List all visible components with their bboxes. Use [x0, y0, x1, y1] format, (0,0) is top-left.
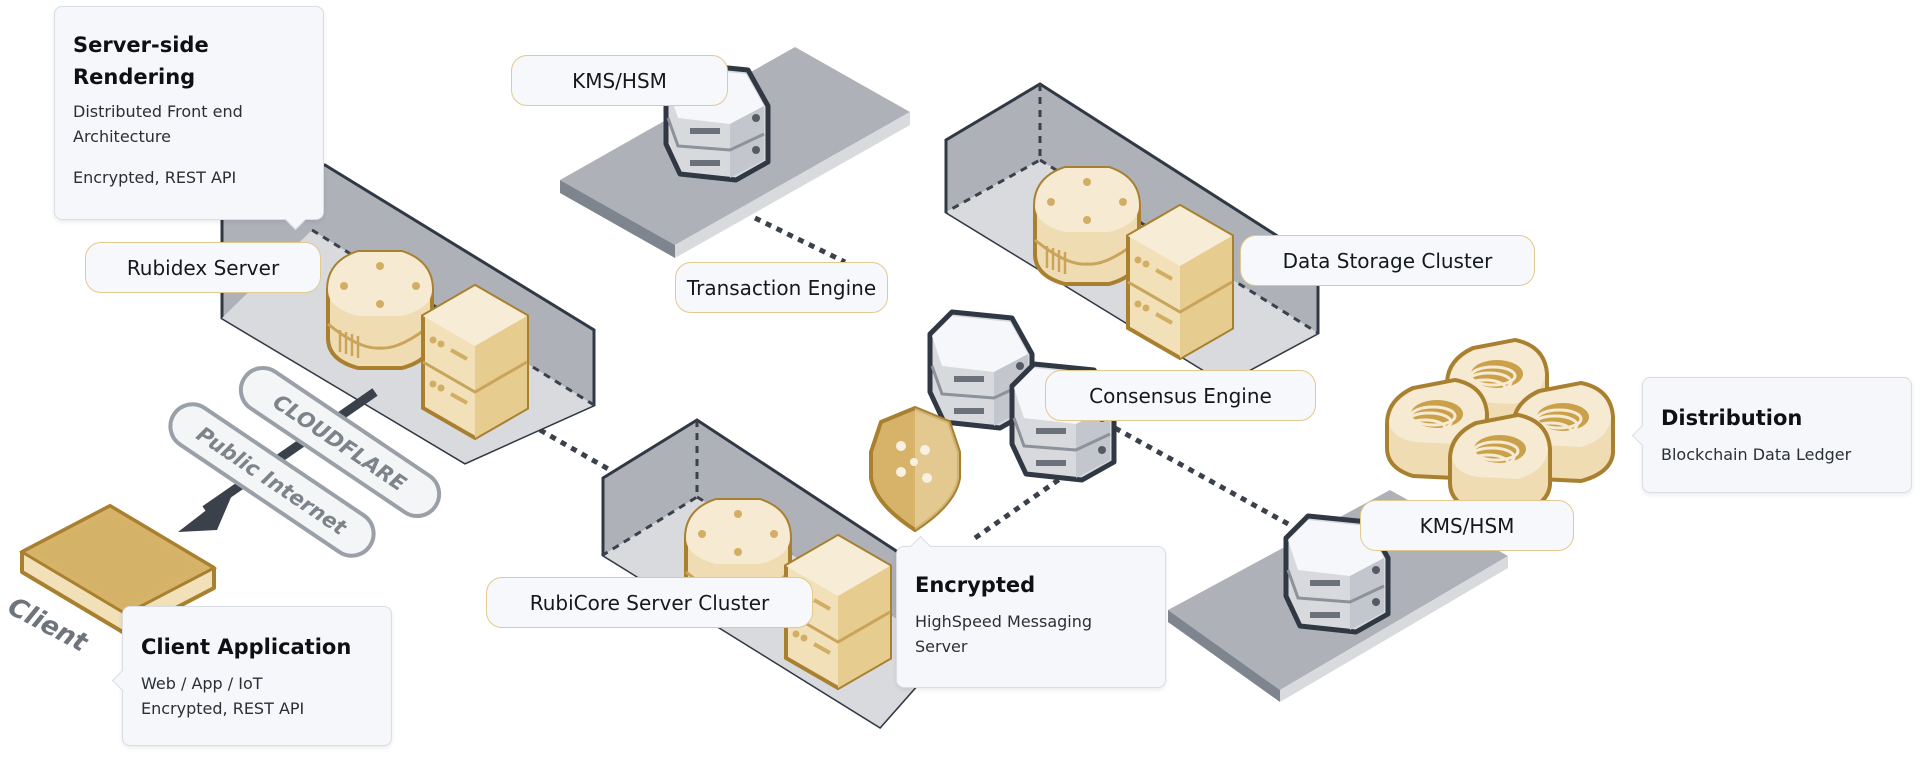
shield-icon: [869, 405, 961, 533]
callout-title: Client Application: [141, 635, 352, 659]
label-kms-right[interactable]: KMS/HSM: [1360, 500, 1574, 551]
label-transaction-engine[interactable]: Transaction Engine: [675, 262, 888, 313]
callout-line: Blockchain Data Ledger: [1661, 445, 1852, 464]
callout-title: Distribution: [1661, 406, 1803, 430]
server-node-icon: [1033, 166, 1141, 286]
callout-client-application: Client Application Web / App / IoT Encry…: [111, 606, 392, 746]
callout-title: Encrypted: [915, 573, 1036, 597]
callout-line: Encrypted, REST API: [141, 699, 305, 718]
label-data-storage-cluster[interactable]: Data Storage Cluster: [1240, 235, 1535, 286]
connector-consensus-kms: [1113, 425, 1292, 528]
callout-line: Web / App / IoT: [141, 674, 263, 693]
connector-lines: [538, 215, 1292, 541]
callout-title: Server-side Rendering: [73, 33, 209, 89]
callout-server-side-rendering: Server-side Rendering Distributed Front …: [54, 6, 324, 231]
label-rubicore-server-cluster[interactable]: RubiCore Server Cluster: [486, 577, 813, 628]
arrow-down-left-icon: [178, 488, 235, 532]
label-kms-top[interactable]: KMS/HSM: [511, 55, 728, 106]
callout-distribution: Distribution Blockchain Data Ledger: [1631, 377, 1912, 493]
connector-kms-transaction: [753, 215, 847, 265]
callout-line: Encrypted, REST API: [73, 168, 237, 187]
callout-line: HighSpeed Messaging Server: [915, 612, 1093, 656]
callout-line: Distributed Front end Architecture: [73, 102, 243, 146]
label-consensus-engine[interactable]: Consensus Engine: [1045, 370, 1316, 421]
callout-encrypted: Encrypted HighSpeed Messaging Server: [896, 535, 1166, 688]
server-node-icon: [326, 250, 434, 370]
connector-rubidex-rubicore: [538, 427, 612, 473]
rack-server-icon: [421, 284, 529, 440]
label-rubidex-server[interactable]: Rubidex Server: [85, 242, 321, 293]
rack-server-icon: [1126, 204, 1234, 360]
ledger-block-icon: [1448, 413, 1552, 515]
ledger-cluster: [1385, 338, 1615, 515]
